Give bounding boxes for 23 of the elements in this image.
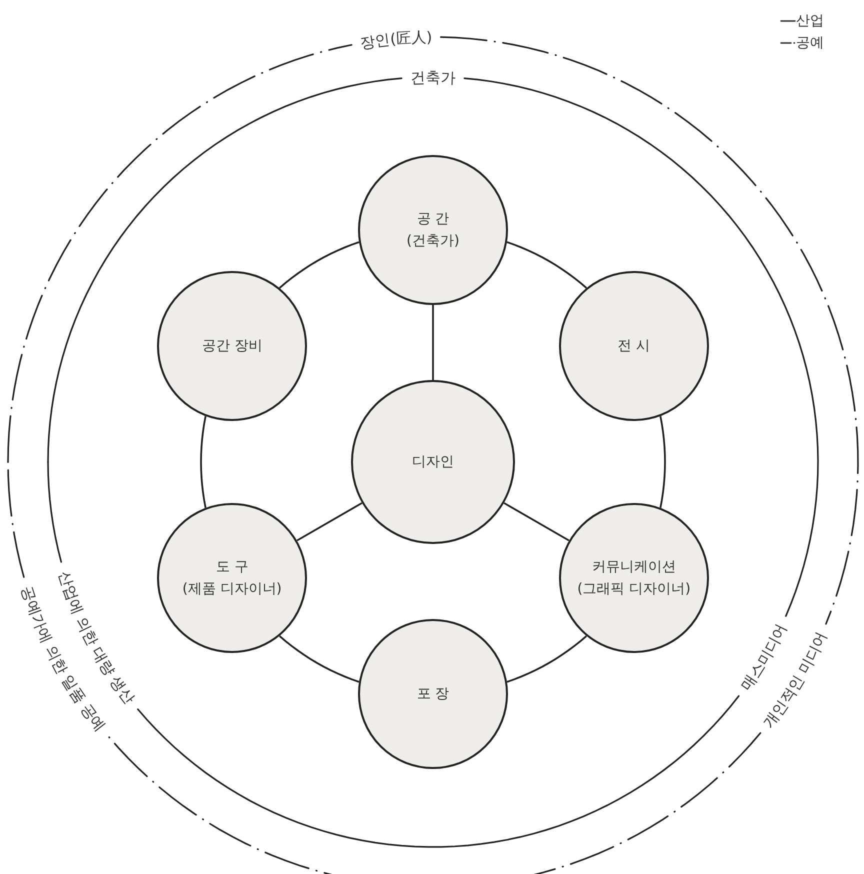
node-label: 공 간 bbox=[416, 210, 450, 229]
node-label: 도 구 bbox=[216, 558, 248, 577]
connector-line bbox=[506, 241, 587, 289]
ring-label: 장인(匠人) bbox=[358, 28, 432, 52]
node-label: 공간 장비 bbox=[202, 337, 262, 356]
ring-label: 건축가 bbox=[410, 68, 456, 87]
connector-line bbox=[506, 635, 587, 683]
node-label: 포 장 bbox=[416, 685, 450, 704]
node-label: (제품 디자이너) bbox=[182, 580, 282, 599]
connector-line bbox=[279, 635, 360, 683]
node-label: 전 시 bbox=[618, 337, 650, 356]
node-label: (건축가) bbox=[406, 232, 460, 251]
node-label: 커뮤니케이션 bbox=[592, 558, 676, 577]
connector-line bbox=[296, 502, 362, 542]
connector-line bbox=[432, 305, 434, 380]
legend-label: 공예 bbox=[796, 34, 824, 52]
connector-line bbox=[200, 416, 206, 508]
connector-line bbox=[660, 416, 666, 508]
node-label: (그래픽 디자이너) bbox=[577, 580, 691, 599]
connector-line bbox=[279, 241, 360, 289]
legend-label: 산업 bbox=[796, 12, 824, 30]
node-label: 디자인 bbox=[412, 453, 454, 472]
connector-line bbox=[504, 502, 570, 542]
